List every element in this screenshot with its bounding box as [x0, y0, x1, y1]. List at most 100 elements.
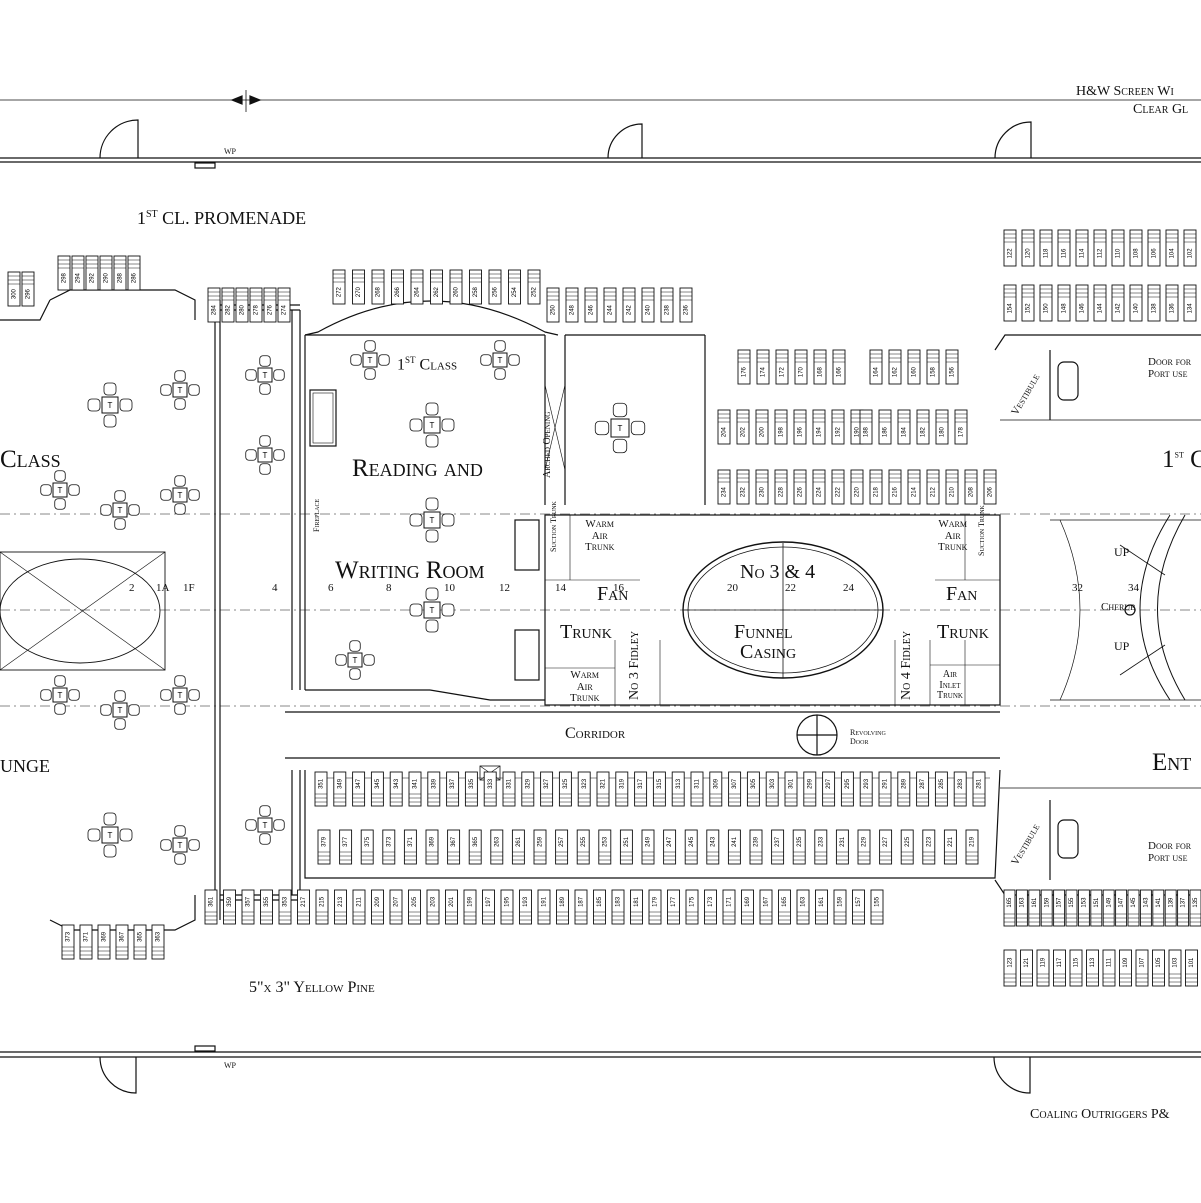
fan-left-label: Fan: [597, 583, 629, 605]
deck-chair: 150: [1039, 284, 1053, 322]
frame-number: 16: [613, 582, 624, 594]
trunk-right-label: Trunk: [937, 621, 989, 643]
deck-chair: 135: [1189, 889, 1201, 927]
chair-number: 170: [799, 366, 805, 377]
chair-number: 353: [283, 896, 289, 907]
screen-note: H&W Screen Wi: [1076, 84, 1174, 99]
deck-chair: 339: [427, 771, 441, 807]
deck-chair: 345: [370, 771, 384, 807]
chair-number: 254: [512, 286, 518, 297]
chair-number: 204: [722, 426, 728, 437]
chair-number: 225: [905, 836, 911, 847]
chair-number: 281: [977, 778, 983, 789]
frame-number: 20: [727, 582, 738, 594]
chair-number: 243: [710, 836, 716, 847]
svg-text:T: T: [108, 831, 113, 840]
chair-number: 112: [1098, 248, 1104, 258]
chair-number: 136: [1170, 303, 1176, 314]
deck-chair: 243: [706, 829, 720, 865]
deck-chair: 193: [519, 889, 532, 925]
deck-chair: 139: [1164, 889, 1177, 927]
deck-chair: 252: [527, 269, 541, 305]
svg-text:T: T: [498, 356, 503, 365]
deck-chair: 297: [822, 771, 836, 807]
chair-number: 104: [1170, 248, 1176, 259]
deck-chair: 156: [945, 349, 959, 385]
deck-chair: 228: [774, 469, 788, 505]
deck-chair: 120: [1021, 229, 1035, 267]
chair-number: 335: [469, 778, 475, 789]
deck-chair: 229: [857, 829, 871, 865]
deck-chair: 206: [983, 469, 997, 505]
deck-chair: 355: [260, 889, 273, 925]
chair-number: 165: [782, 896, 788, 907]
fireplace-label: Fireplace: [312, 498, 321, 532]
deck-chair: 293: [859, 771, 873, 807]
chair-number: 242: [627, 304, 633, 315]
deck-chair: 159: [1040, 889, 1053, 927]
chair-number: 135: [1193, 897, 1199, 908]
deck-chair: 102: [1183, 229, 1197, 267]
chair-number: 250: [551, 304, 557, 315]
table-with-chairs: T: [40, 675, 80, 715]
reading-room-line1: Reading and: [352, 455, 483, 482]
chair-number: 201: [449, 896, 455, 907]
chair-number: 259: [538, 836, 544, 847]
deck-chair: 262: [430, 269, 443, 305]
chair-number: 206: [988, 486, 994, 497]
deck-chair: 205: [408, 889, 421, 925]
chair-number: 283: [958, 778, 964, 789]
chair-number: 289: [901, 778, 907, 789]
deck-chair: 238: [660, 287, 674, 323]
deck-chair: 219: [965, 829, 979, 865]
deck-chair: 327: [540, 771, 554, 807]
deck-chair: 140: [1129, 284, 1143, 322]
deck-chair: 367: [115, 924, 129, 960]
deck-chair: 157: [852, 889, 865, 925]
chair-number: 375: [365, 836, 371, 847]
chair-number: 299: [807, 778, 813, 789]
trunk-left-label: Trunk: [560, 621, 612, 643]
deck-chair: 289: [897, 771, 911, 807]
deck-chair: 220: [850, 469, 864, 505]
chair-number: 113: [1090, 957, 1096, 967]
deck-chair: 347: [352, 771, 366, 807]
chair-number: 115: [1074, 957, 1080, 967]
deck-chair: 247: [663, 829, 677, 865]
chair-number: 266: [395, 286, 401, 297]
chair-number: 167: [764, 896, 770, 907]
frame-number: 34: [1128, 582, 1139, 594]
deck-chair: 248: [565, 287, 579, 323]
reading-room-line2: Writing Room: [335, 557, 485, 584]
fan-right-label: Fan: [946, 583, 978, 605]
deck-chair: 313: [671, 771, 685, 807]
deck-chair: 218: [869, 469, 883, 505]
deck-chair: 249: [641, 829, 655, 865]
chair-number: 123: [1008, 957, 1014, 968]
deck-chair: 251: [619, 829, 633, 865]
chair-number: 246: [589, 304, 595, 315]
chair-number: 139: [1168, 897, 1174, 908]
entrance-label: Ent: [1152, 749, 1192, 776]
chair-number: 295: [845, 778, 851, 789]
deck-chair: 155: [1065, 889, 1078, 927]
chair-number: 196: [798, 426, 804, 437]
chair-number: 329: [525, 778, 531, 789]
deck-chair: 260: [449, 269, 463, 305]
chair-number: 252: [532, 286, 538, 297]
chair-number: 297: [826, 778, 832, 789]
chair-number: 185: [597, 896, 603, 907]
chair-number: 153: [1081, 897, 1087, 908]
chair-number: 236: [684, 304, 690, 315]
deck-chair: 244: [603, 287, 617, 323]
chair-number: 239: [754, 836, 760, 847]
chair-number: 229: [862, 836, 868, 847]
table-with-chairs: T: [160, 825, 200, 865]
chair-number: 107: [1140, 957, 1146, 968]
table-with-chairs: T: [350, 340, 390, 380]
chair-number: 319: [619, 778, 625, 789]
svg-text:T: T: [178, 691, 183, 700]
deck-chair: 159: [833, 889, 847, 925]
